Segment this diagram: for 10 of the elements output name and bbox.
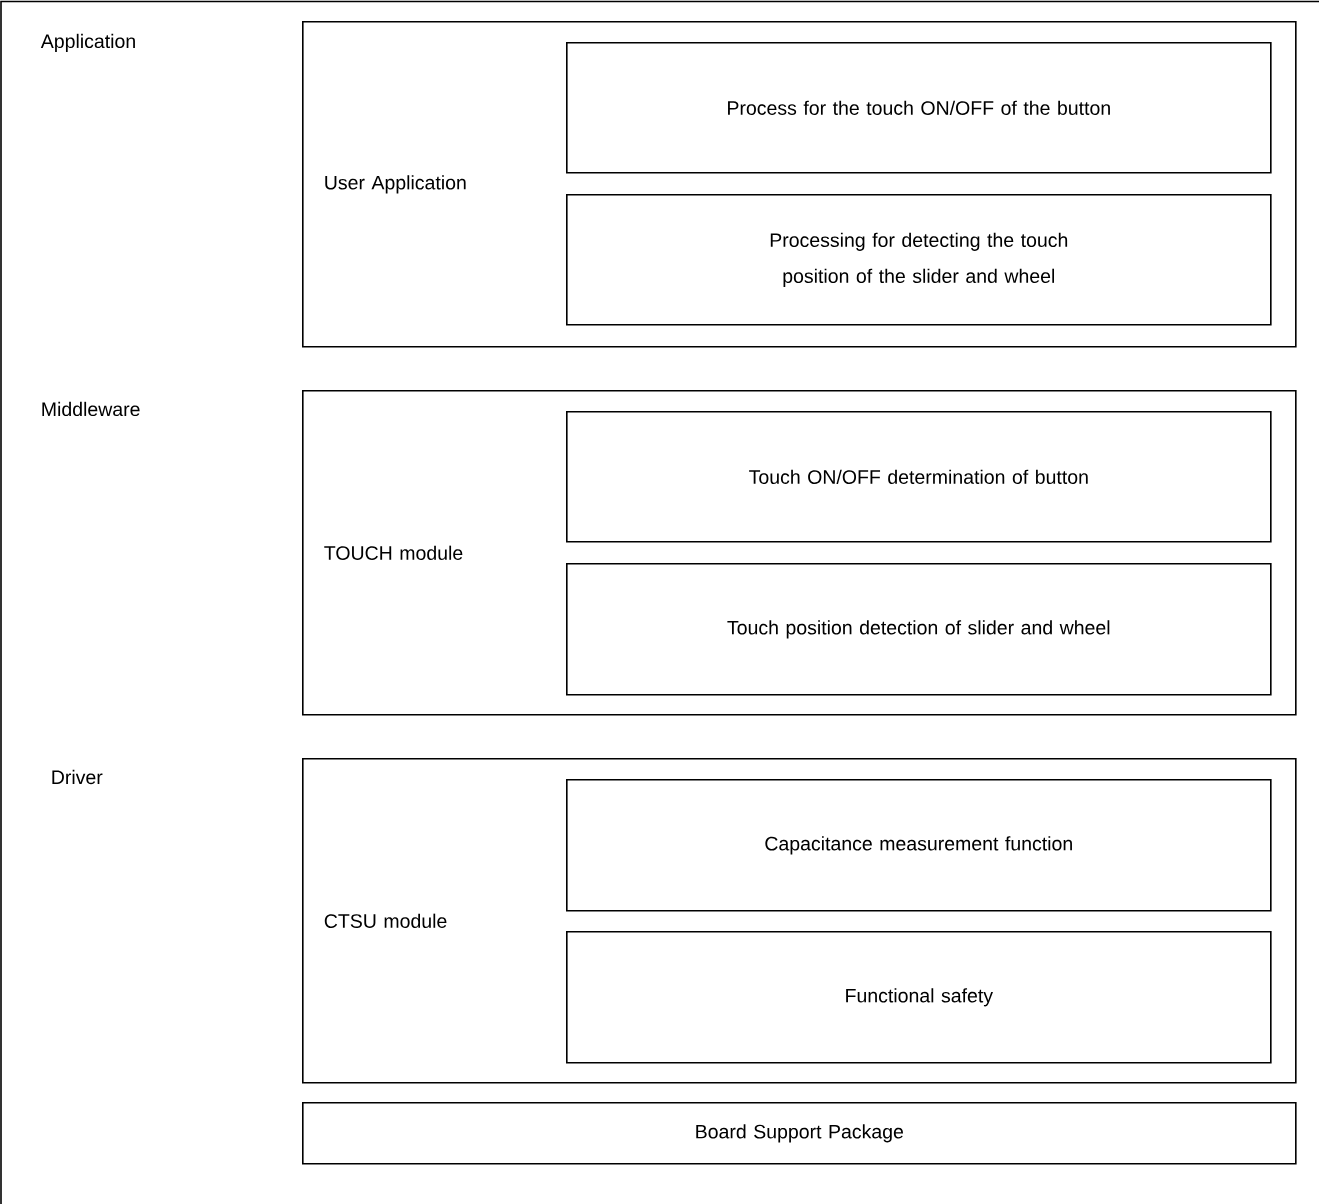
function-box: Process for the touch ON/OFF of the button: [566, 42, 1272, 174]
layer-label: Driver: [52, 769, 103, 785]
function-box: Touch ON/OFF determination of button: [566, 411, 1272, 543]
layer-label: Application: [40, 33, 135, 52]
function-box: Capacitance measurement function: [566, 779, 1272, 912]
function-box: Processing for detecting the touch position of the slider and wheel: [566, 194, 1272, 326]
layer-label: Middleware: [42, 401, 140, 417]
function-box: Functional safety: [566, 931, 1272, 1064]
module-box: Board Support Package: [302, 1102, 1297, 1165]
function-box: Touch position detection of slider and wheel: [566, 563, 1272, 696]
